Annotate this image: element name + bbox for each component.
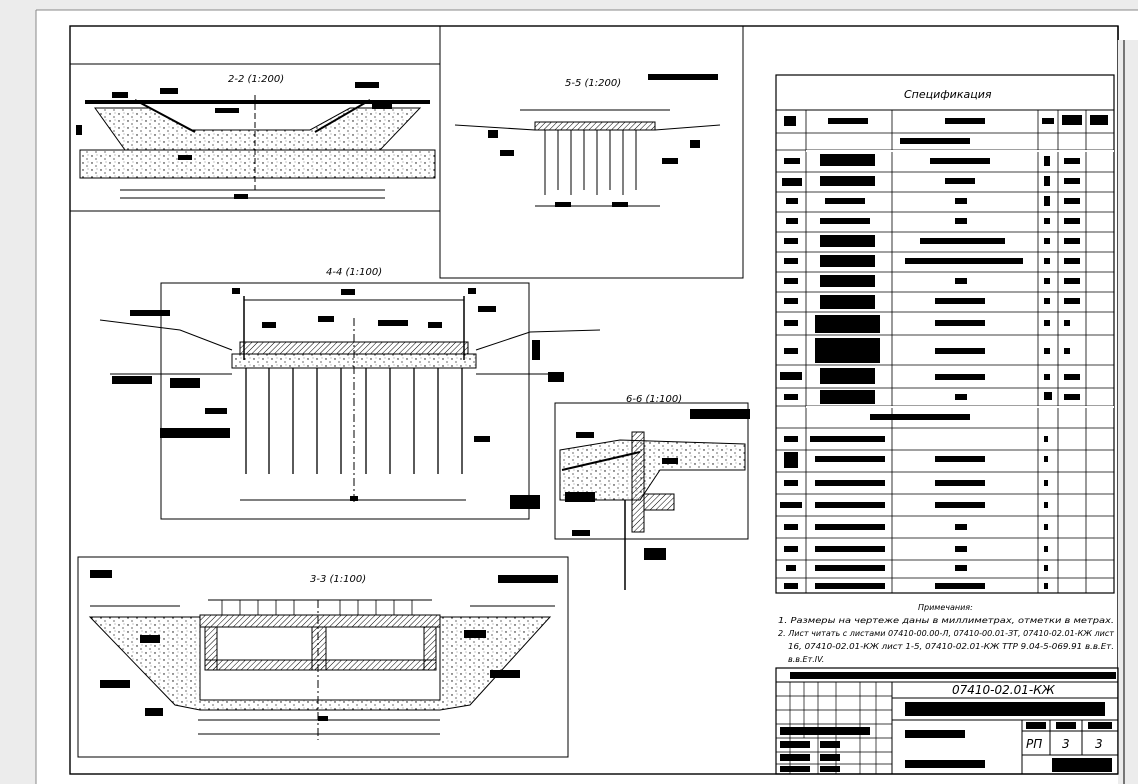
notes-line-2: 2. Лист читать с листами 07410-00.00-Л, … (778, 629, 1114, 638)
notes-line-4: в.в.Ет.IV. (788, 655, 824, 664)
drawing-code: 07410-02.01-КЖ (952, 683, 1056, 697)
specification-table: Спецификация (775, 74, 1115, 594)
notes-header: Примечания: (918, 603, 973, 612)
section-6-6-title: 6-6 (1:100) (626, 394, 682, 405)
spec-title: Спецификация (904, 88, 992, 101)
section-2-2: 2-2 (1:200) (69, 25, 441, 212)
title-block: 07410-02.01-КЖ РП 3 3 (775, 667, 1119, 775)
notes-line-3: 16, 07410-02.01-КЖ лист 1-5, 07410-02.01… (788, 642, 1114, 651)
section-2-2-title: 2-2 (1:200) (228, 74, 284, 85)
section-3-3: 3-3 (1:100) (77, 556, 569, 758)
section-4-4-title: 4-4 (1:100) (326, 267, 382, 278)
section-5-5-title: 5-5 (1:200) (565, 78, 621, 89)
section-5-5: 5-5 (1:200) (439, 25, 744, 279)
section-3-3-title: 3-3 (1:100) (310, 574, 366, 585)
section-4-4: 4-4 (1:100) (99, 267, 601, 520)
section-6-6: 6-6 (1:100) (510, 394, 750, 590)
notes: Примечания: 1. Размеры на чертеже даны в… (778, 603, 1114, 664)
sheet-number: 3 (1062, 737, 1070, 751)
notes-line-1: 1. Размеры на чертеже даны в миллиметрах… (778, 616, 1114, 625)
stage-code: РП (1026, 737, 1042, 751)
sheets-total: 3 (1095, 737, 1103, 751)
